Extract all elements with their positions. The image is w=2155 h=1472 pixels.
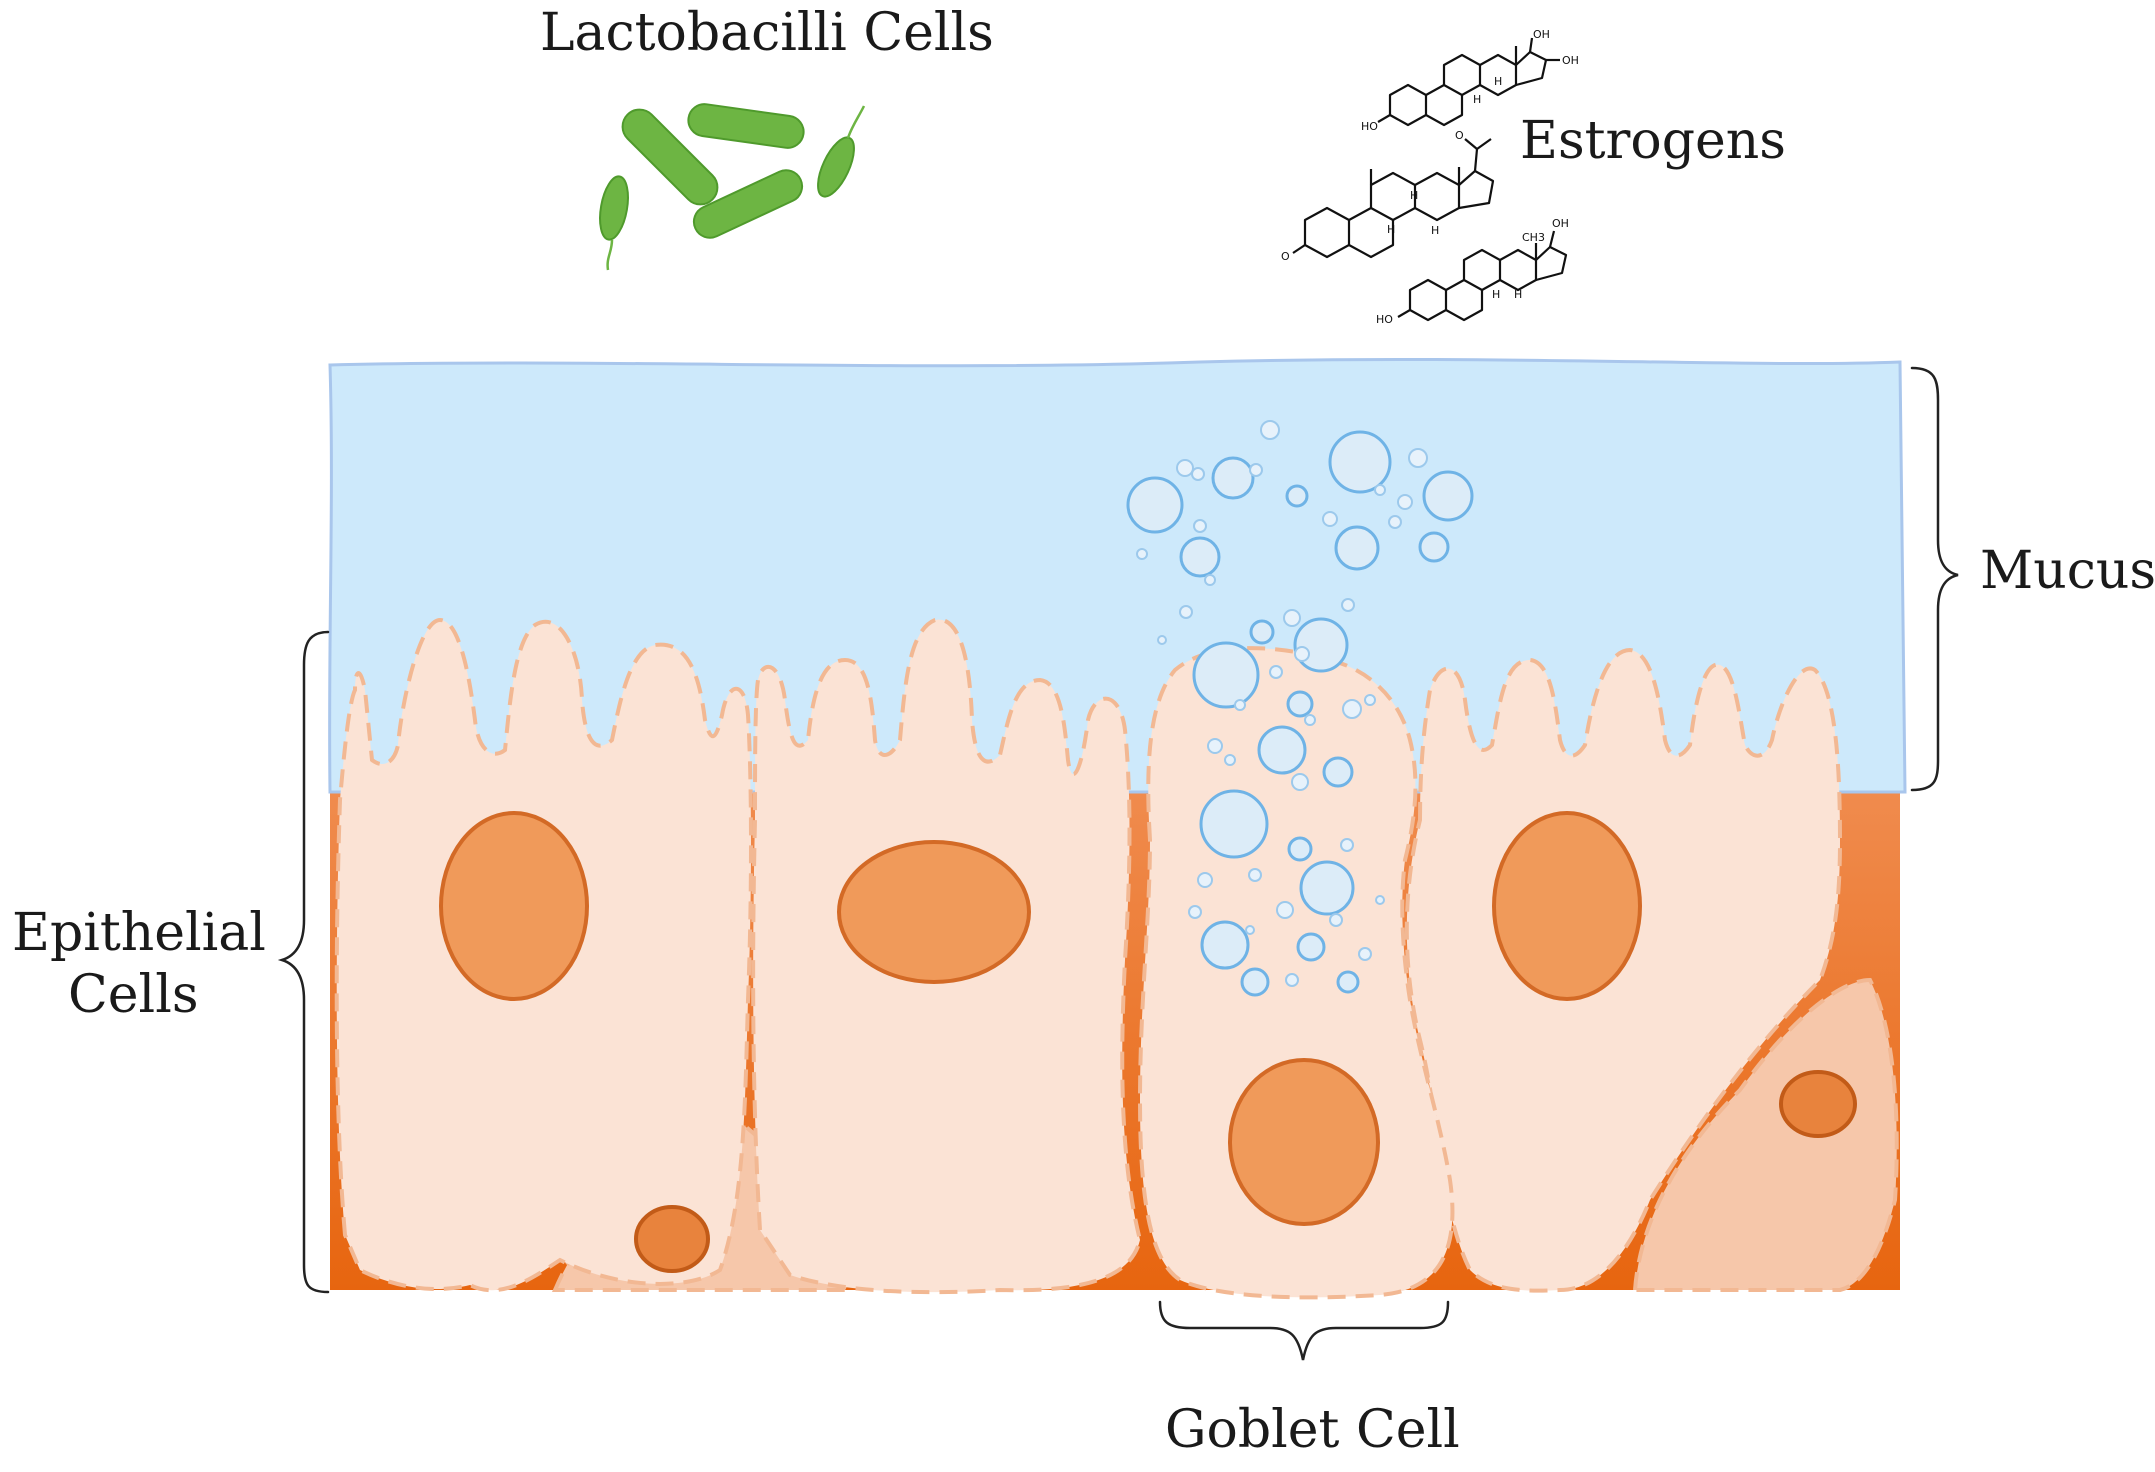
vesicle-small bbox=[1408, 448, 1428, 468]
vesicle-small bbox=[1207, 738, 1223, 754]
vesicle bbox=[1286, 690, 1314, 718]
ho-label: HO bbox=[1376, 313, 1393, 326]
vesicle bbox=[1322, 756, 1354, 788]
nucleus-basal-left bbox=[634, 1205, 710, 1273]
oh-label-2: OH bbox=[1562, 54, 1579, 67]
bacterium-5 bbox=[817, 136, 855, 198]
h-label: H bbox=[1410, 189, 1418, 202]
vesicle-small bbox=[1276, 901, 1294, 919]
vesicle bbox=[1249, 619, 1275, 645]
vesicle bbox=[1328, 430, 1392, 494]
vesicle-small bbox=[1374, 484, 1386, 496]
vesicle-small bbox=[1329, 913, 1343, 927]
vesicle bbox=[1422, 470, 1474, 522]
nucleus-4 bbox=[1492, 811, 1642, 1001]
vesicle bbox=[1334, 525, 1380, 571]
vesicle bbox=[1200, 920, 1250, 970]
vesicle-small bbox=[1388, 515, 1402, 529]
cells-label: Cells bbox=[68, 965, 199, 1025]
vesicle bbox=[1211, 456, 1255, 500]
vesicle-small bbox=[1188, 905, 1202, 919]
vesicle bbox=[1240, 967, 1270, 997]
vesicle-small bbox=[1375, 895, 1385, 905]
vesicle-small bbox=[1234, 699, 1246, 711]
vesicle bbox=[1296, 932, 1326, 962]
vesicle-small bbox=[1248, 868, 1262, 882]
basal-cell-right bbox=[1632, 977, 1899, 1292]
vesicle bbox=[1287, 836, 1313, 862]
vesicle bbox=[1418, 531, 1450, 563]
vesicle-small bbox=[1204, 574, 1216, 586]
mucus-label: Mucus bbox=[1980, 541, 2155, 601]
vesicle bbox=[1192, 641, 1260, 709]
o-label: O bbox=[1281, 250, 1290, 263]
bacterium-2 bbox=[687, 103, 805, 149]
bacterium-1 bbox=[621, 108, 719, 206]
mucus-brace bbox=[1910, 366, 1959, 792]
oh-label: OH bbox=[1552, 217, 1569, 230]
nucleus-1 bbox=[439, 811, 589, 1001]
vesicle-small bbox=[1136, 548, 1148, 560]
vesicle-small bbox=[1322, 511, 1338, 527]
vesicle-small bbox=[1269, 665, 1283, 679]
vesicle-small bbox=[1197, 872, 1213, 888]
vesicle bbox=[1293, 617, 1349, 673]
vesicle-small bbox=[1260, 420, 1280, 440]
mucin-vesicles bbox=[1126, 420, 1474, 997]
vesicle-small bbox=[1191, 467, 1205, 481]
goblet-label: Goblet Cell bbox=[1165, 1400, 1460, 1460]
vesicle bbox=[1285, 484, 1309, 508]
nucleus-2 bbox=[837, 840, 1031, 984]
vesicle-small bbox=[1176, 459, 1194, 477]
goblet-brace bbox=[1158, 1300, 1450, 1361]
vesicle-small bbox=[1249, 463, 1263, 477]
vesicle-small bbox=[1193, 519, 1207, 533]
epithelial-brace bbox=[277, 630, 330, 1294]
h-label: H bbox=[1387, 223, 1395, 236]
vesicle-small bbox=[1304, 714, 1316, 726]
h-label: H bbox=[1514, 288, 1522, 301]
vesicle-small bbox=[1157, 635, 1167, 645]
vesicle-small bbox=[1358, 947, 1372, 961]
vesicle bbox=[1126, 476, 1184, 534]
ch3-label: CH3 bbox=[1522, 231, 1545, 244]
nucleus-basal-right bbox=[1779, 1070, 1857, 1138]
vesicle-small bbox=[1245, 925, 1255, 935]
vesicle-small bbox=[1340, 838, 1354, 852]
epithelial-label: Epithelial bbox=[12, 903, 266, 963]
bacterium-3 bbox=[692, 169, 804, 239]
estradiol-molecule: HO OH OH H H bbox=[1361, 28, 1579, 133]
vesicle bbox=[1199, 789, 1269, 859]
vesicle-small bbox=[1224, 754, 1236, 766]
vesicle bbox=[1299, 860, 1355, 916]
h-label: H bbox=[1431, 224, 1439, 237]
vesicle-small bbox=[1179, 605, 1193, 619]
vesicle-small bbox=[1364, 694, 1376, 706]
vesicle-small bbox=[1294, 646, 1310, 662]
vesicle-small bbox=[1342, 699, 1362, 719]
progesterone-molecule: O O H H H bbox=[1281, 129, 1495, 263]
vesicle bbox=[1336, 970, 1360, 994]
epithelial-cell-4 bbox=[1404, 647, 1843, 1293]
h-label: H bbox=[1494, 75, 1502, 88]
vesicle-small bbox=[1285, 973, 1299, 987]
nucleus-goblet bbox=[1228, 1058, 1380, 1226]
oh-label-1: OH bbox=[1533, 28, 1550, 41]
vesicle-small bbox=[1397, 494, 1413, 510]
ho-label: HO bbox=[1361, 120, 1378, 133]
lactobacilli-label: Lactobacilli Cells bbox=[540, 3, 994, 63]
vesicle-small bbox=[1341, 598, 1355, 612]
estradiol-molecule-2: HO OH CH3 H H bbox=[1376, 217, 1569, 326]
vesicle bbox=[1257, 725, 1307, 775]
estrogens-label: Estrogens bbox=[1520, 111, 1786, 171]
vesicle-small bbox=[1283, 609, 1301, 627]
o-label: O bbox=[1455, 129, 1464, 142]
bacterium-4 bbox=[599, 175, 629, 241]
lactobacilli-group bbox=[599, 103, 866, 271]
h-label: H bbox=[1473, 93, 1481, 106]
h-label: H bbox=[1492, 288, 1500, 301]
vesicle bbox=[1179, 536, 1221, 578]
vesicle-small bbox=[1291, 773, 1309, 791]
